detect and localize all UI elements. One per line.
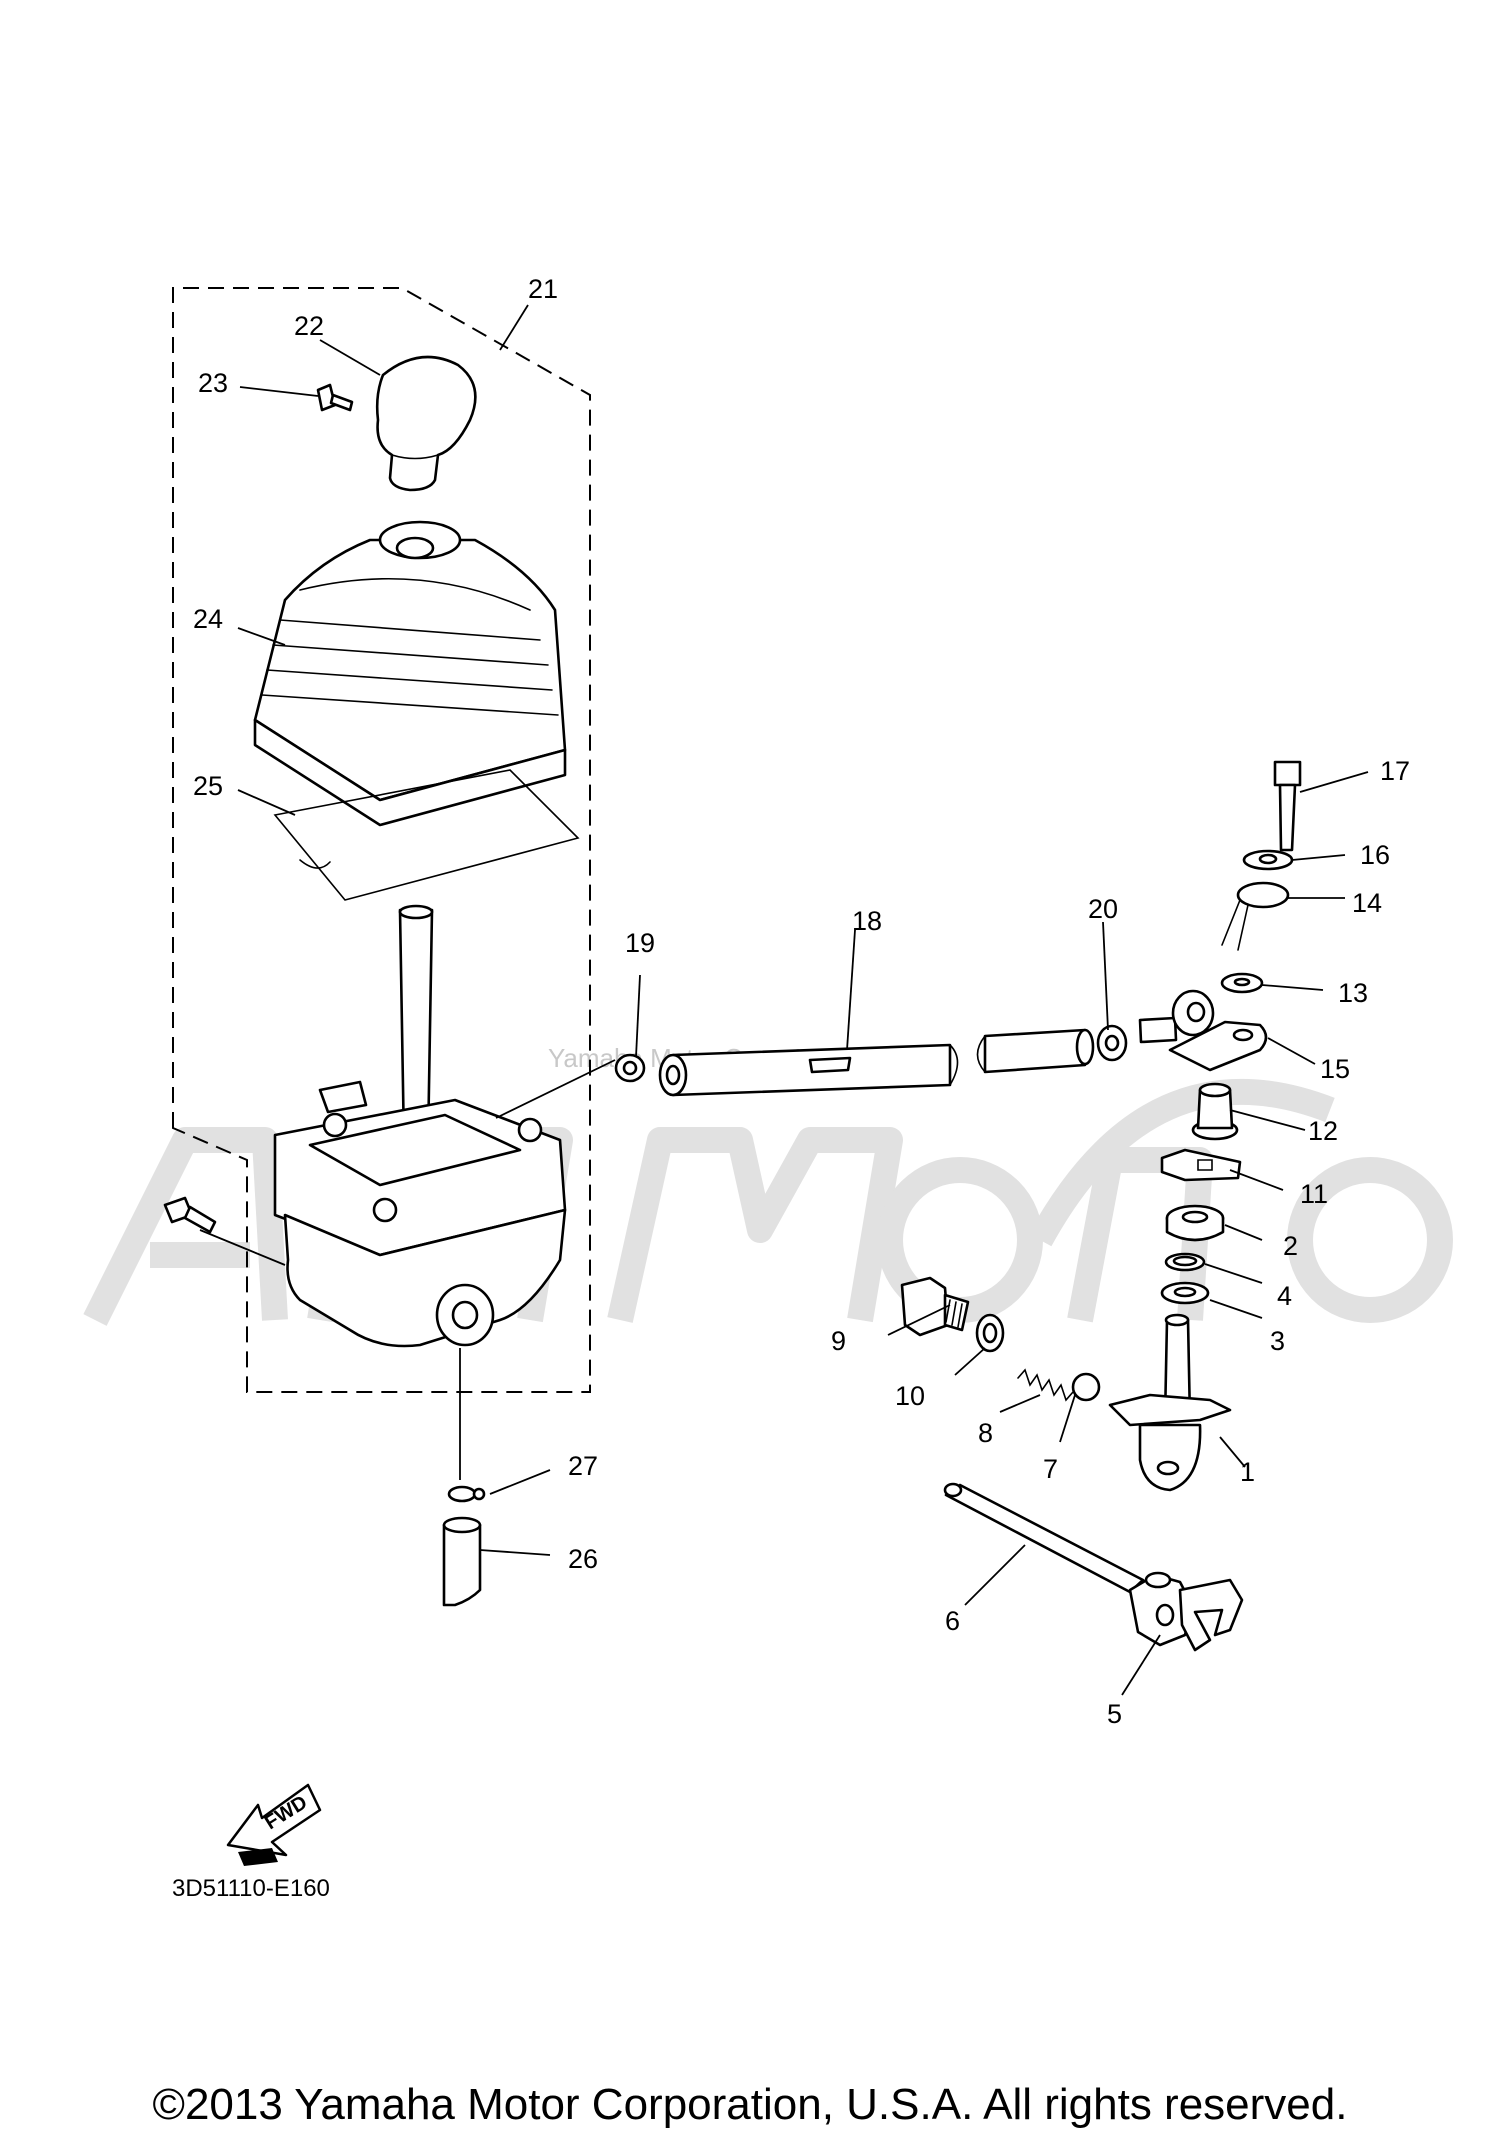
oil-seal xyxy=(1165,1204,1225,1242)
callout-23: 23 xyxy=(198,368,228,398)
callouts: 1 2 3 4 5 6 7 8 9 10 11 12 13 14 15 16 1… xyxy=(193,274,1410,1729)
washer-middle xyxy=(1220,972,1264,994)
shift-fork xyxy=(1128,1571,1244,1652)
callout-8: 8 xyxy=(978,1418,993,1448)
callout-7: 7 xyxy=(1043,1454,1058,1484)
callout-12: 12 xyxy=(1308,1116,1338,1146)
callout-9: 9 xyxy=(831,1326,846,1356)
shift-shaft xyxy=(1108,1313,1232,1492)
callout-19: 19 xyxy=(625,928,655,958)
stopper xyxy=(1160,1148,1242,1182)
circlip xyxy=(1164,1252,1206,1272)
callout-25: 25 xyxy=(193,771,223,801)
callout-13: 13 xyxy=(1338,978,1368,1008)
housing-bolt xyxy=(163,1196,217,1234)
clip-part xyxy=(447,1485,486,1503)
callout-15: 15 xyxy=(1320,1054,1350,1084)
callout-16: 16 xyxy=(1360,840,1390,870)
rod-nut xyxy=(1096,1024,1128,1062)
fwd-arrow-icon: FWD xyxy=(226,1783,322,1866)
callout-5: 5 xyxy=(1107,1699,1122,1729)
collar xyxy=(1191,1082,1239,1141)
callout-2: 2 xyxy=(1283,1231,1298,1261)
shift-knob xyxy=(375,355,477,492)
sleeve-part xyxy=(442,1516,482,1607)
bushing xyxy=(614,1053,646,1083)
callout-3: 3 xyxy=(1270,1326,1285,1356)
callout-17: 17 xyxy=(1380,756,1410,786)
ball-joint xyxy=(1138,989,1215,1044)
copyright-notice: ©2013 Yamaha Motor Corporation, U.S.A. A… xyxy=(152,2080,1348,2129)
guide-bar xyxy=(943,1482,1145,1594)
callout-4: 4 xyxy=(1277,1281,1292,1311)
shift-boot xyxy=(253,520,567,827)
callout-20: 20 xyxy=(1088,894,1118,924)
callout-21: 21 xyxy=(528,274,558,304)
plug-bolt xyxy=(900,1276,970,1337)
callout-27: 27 xyxy=(568,1451,598,1481)
washer-upper xyxy=(1242,849,1294,871)
shift-housing xyxy=(273,1080,567,1348)
callout-11: 11 xyxy=(1300,1179,1328,1209)
return-spring xyxy=(1221,881,1290,951)
callout-22: 22 xyxy=(294,311,324,341)
leader-lines xyxy=(199,304,1369,1696)
shift-rod xyxy=(658,1028,1095,1097)
callout-1: 1 xyxy=(1240,1457,1255,1487)
lever-bolt xyxy=(1273,760,1302,852)
callout-10: 10 xyxy=(895,1381,925,1411)
detent-spring xyxy=(1017,1368,1074,1402)
assembly-outline xyxy=(172,287,591,1393)
plug-gasket xyxy=(975,1313,1005,1353)
callout-14: 14 xyxy=(1352,888,1382,918)
callout-26: 26 xyxy=(568,1544,598,1574)
detent-ball xyxy=(1071,1372,1101,1402)
shift-arm xyxy=(1168,1020,1268,1072)
callout-18: 18 xyxy=(852,906,882,936)
washer-lower xyxy=(1160,1281,1210,1305)
callout-24: 24 xyxy=(193,604,223,634)
callout-6: 6 xyxy=(945,1606,960,1636)
diagram-code: 3D51110-E160 xyxy=(172,1875,330,1902)
knob-screw xyxy=(316,383,354,412)
boot-seal-ring xyxy=(273,769,580,901)
